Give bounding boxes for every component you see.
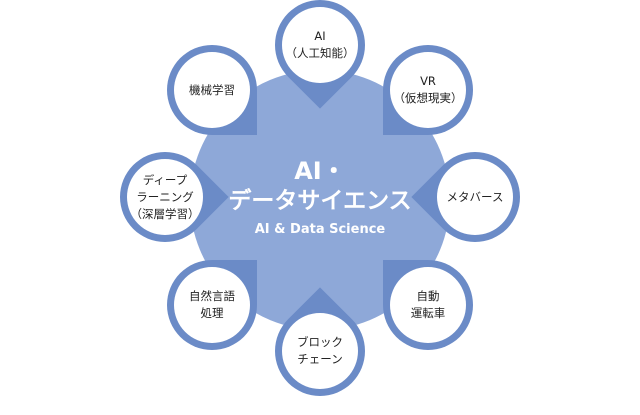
node-blockchain: ブロック チェーン — [256, 287, 384, 415]
center-subtitle: AI & Data Science — [254, 221, 386, 237]
node-line: チェーン — [297, 352, 343, 366]
node-label: ディープ ラーニング （深層学習） — [127, 159, 203, 235]
center-title-line2: データサイエンス — [228, 187, 412, 214]
node-label: 機械学習 — [174, 52, 250, 128]
node-line: AI — [314, 29, 326, 43]
node-line: ラーニング — [136, 189, 194, 204]
node-label: ブロック チェーン — [282, 313, 358, 389]
node-label: メタバース — [437, 159, 513, 235]
node-label: VR （仮想現実） — [390, 52, 466, 128]
node-self-driving: 自動 運転車 — [383, 260, 473, 350]
node-line: （深層学習） — [130, 206, 200, 221]
node-metaverse: メタバース — [411, 133, 539, 261]
node-ai: AI （人工知能） — [256, 0, 384, 109]
node-line: ブロック — [297, 335, 343, 349]
node-line: （人工知能） — [285, 46, 355, 60]
node-deep-learning: ディープ ラーニング （深層学習） — [101, 133, 229, 261]
node-label: 自動 運転車 — [390, 267, 466, 343]
node-line: 自動 — [416, 289, 440, 303]
node-vr: VR （仮想現実） — [383, 45, 473, 135]
node-label: AI （人工知能） — [282, 7, 358, 83]
node-line: （仮想現実） — [393, 91, 463, 105]
node-line: VR — [420, 74, 436, 88]
node-nlp: 自然言語 処理 — [167, 260, 257, 350]
node-line: 機械学習 — [189, 82, 235, 97]
node-label: 自然言語 処理 — [174, 267, 250, 343]
node-line: 処理 — [200, 306, 224, 320]
node-machine-learning: 機械学習 — [167, 45, 257, 135]
center-title-line1: AI・ — [294, 156, 346, 185]
node-line: ディープ — [142, 172, 188, 187]
center-label: AI・ データサイエンス AI & Data Science — [190, 70, 450, 330]
node-line: 運転車 — [410, 306, 446, 320]
node-line: メタバース — [446, 189, 504, 204]
node-line: 自然言語 — [189, 289, 235, 303]
